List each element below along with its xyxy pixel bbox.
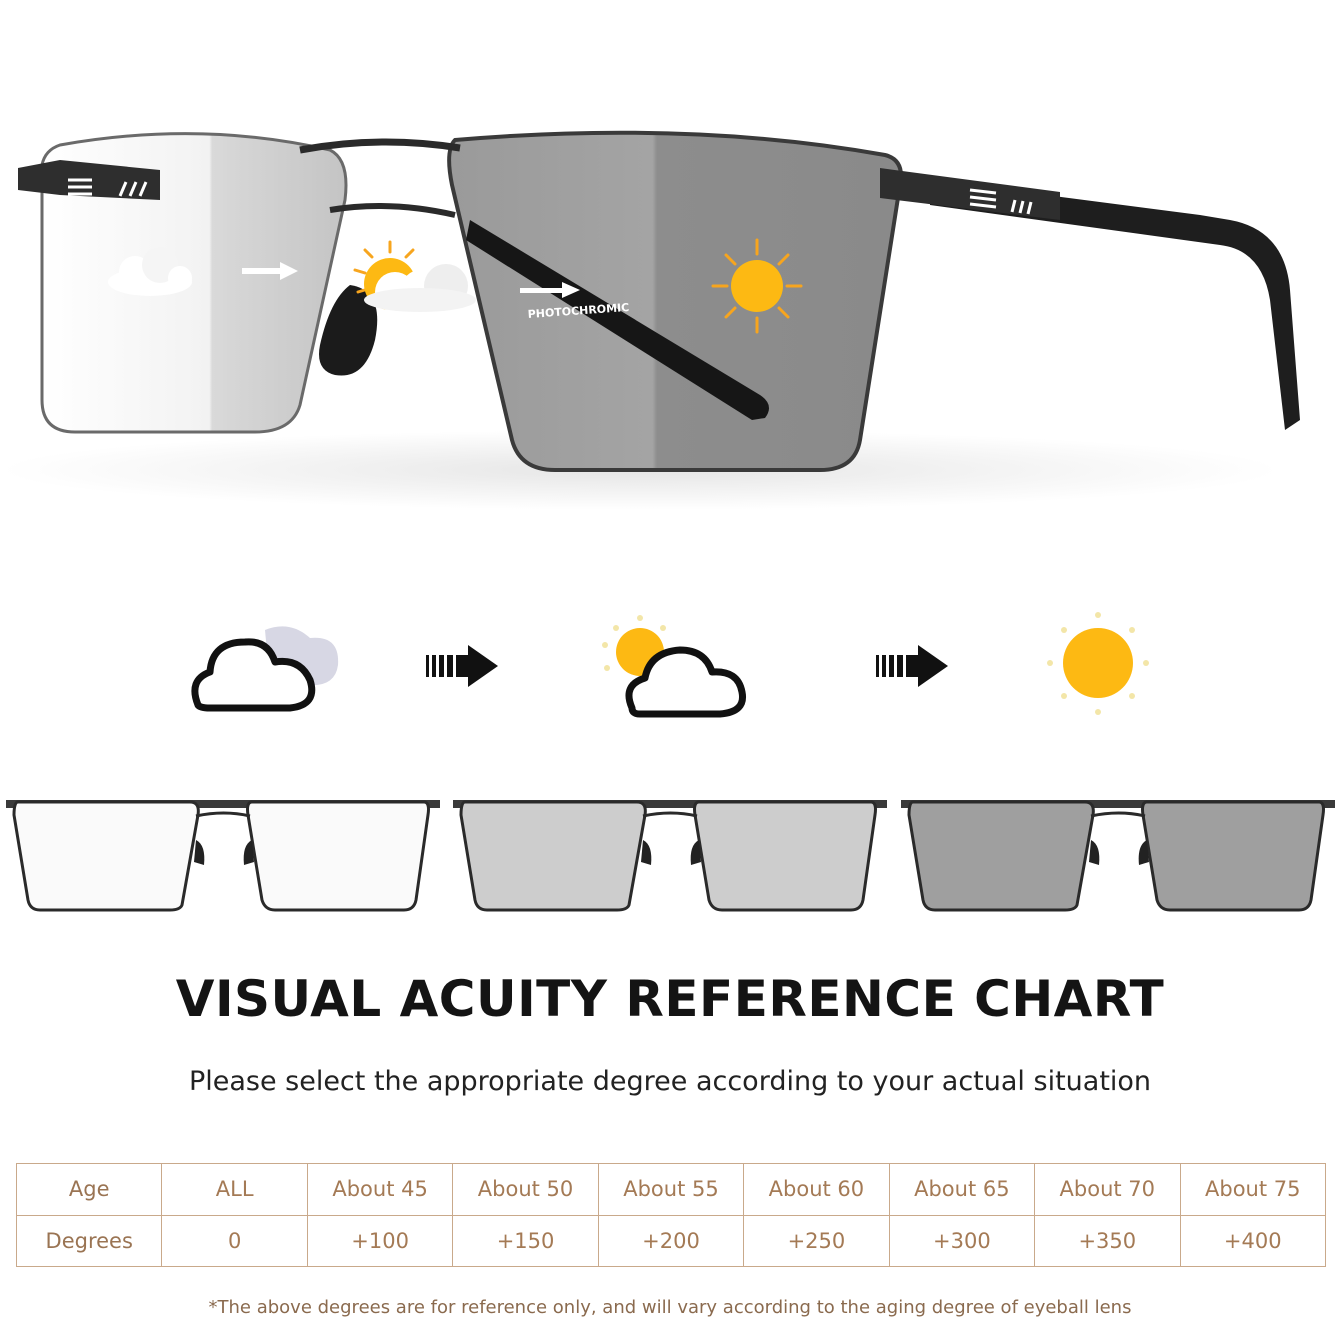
age-cell: About 70: [1034, 1163, 1181, 1216]
degree-cell: +100: [306, 1214, 454, 1267]
dark-tint-lens-glasses: [901, 800, 1335, 912]
hero-arrow-left: [242, 262, 298, 280]
partly-sunny-icon: [602, 615, 747, 718]
age-cell: About 50: [452, 1163, 599, 1216]
clear-lens-right: [246, 800, 430, 912]
degree-cell: +150: [452, 1214, 599, 1267]
clear-lens-left: [12, 800, 200, 912]
left-endpiece-slots: [68, 178, 148, 197]
row-label-age: Age: [15, 1163, 163, 1216]
clear-lens-glasses: [6, 800, 440, 912]
hero-photochromic-glasses: PHOTOCHROMIC: [0, 130, 1300, 510]
degree-cell: +400: [1179, 1214, 1326, 1267]
left-lens: [40, 132, 348, 434]
right-endpiece-slots: [969, 188, 1033, 215]
age-row: Age ALL About 45 About 50 About 55 About…: [15, 1163, 1326, 1216]
degree-cell: +200: [597, 1214, 745, 1267]
page-title: VISUAL ACUITY REFERENCE CHART: [175, 970, 1165, 1028]
arrow-right-icon: [426, 645, 498, 687]
age-cell: About 65: [888, 1163, 1036, 1216]
age-cell: About 45: [306, 1163, 454, 1216]
age-cell: ALL: [161, 1163, 308, 1216]
degree-cell: +350: [1034, 1214, 1181, 1267]
sunny-icon: [1047, 612, 1149, 715]
hero-sun-icon: [711, 238, 803, 334]
degree-cell: 0: [161, 1214, 308, 1267]
age-cell: About 60: [743, 1163, 890, 1216]
degree-cell: +300: [888, 1214, 1036, 1267]
visual-acuity-table: Age ALL About 45 About 50 About 55 About…: [15, 1163, 1326, 1267]
cloudy-icon: [191, 626, 339, 712]
age-cell: About 75: [1179, 1163, 1326, 1216]
hero-cloud-icon: [108, 247, 192, 296]
dark-tint-lens-left: [907, 800, 1095, 912]
nose-pad: [319, 285, 378, 376]
dark-tint-lens-right: [1141, 800, 1325, 912]
age-cell: About 55: [597, 1163, 745, 1216]
tint-level-comparison: [6, 800, 1335, 912]
row-label-degrees: Degrees: [15, 1214, 163, 1267]
footnote: *The above degrees are for reference onl…: [208, 1297, 1132, 1318]
page-subtitle: Please select the appropriate degree acc…: [188, 1066, 1152, 1097]
degree-cell: +250: [743, 1214, 890, 1267]
light-tint-lens-left: [459, 800, 647, 912]
hero-sun-cloud-icon: [353, 240, 476, 312]
weather-sequence: [191, 612, 1149, 718]
arrow-right-icon: [876, 645, 948, 687]
light-tint-lens-glasses: [453, 800, 887, 912]
light-tint-lens-right: [693, 800, 877, 912]
hero-arrow-right: [520, 282, 580, 298]
right-lens: [447, 130, 903, 472]
degrees-row: Degrees 0 +100 +150 +200 +250 +300 +350 …: [15, 1214, 1326, 1267]
